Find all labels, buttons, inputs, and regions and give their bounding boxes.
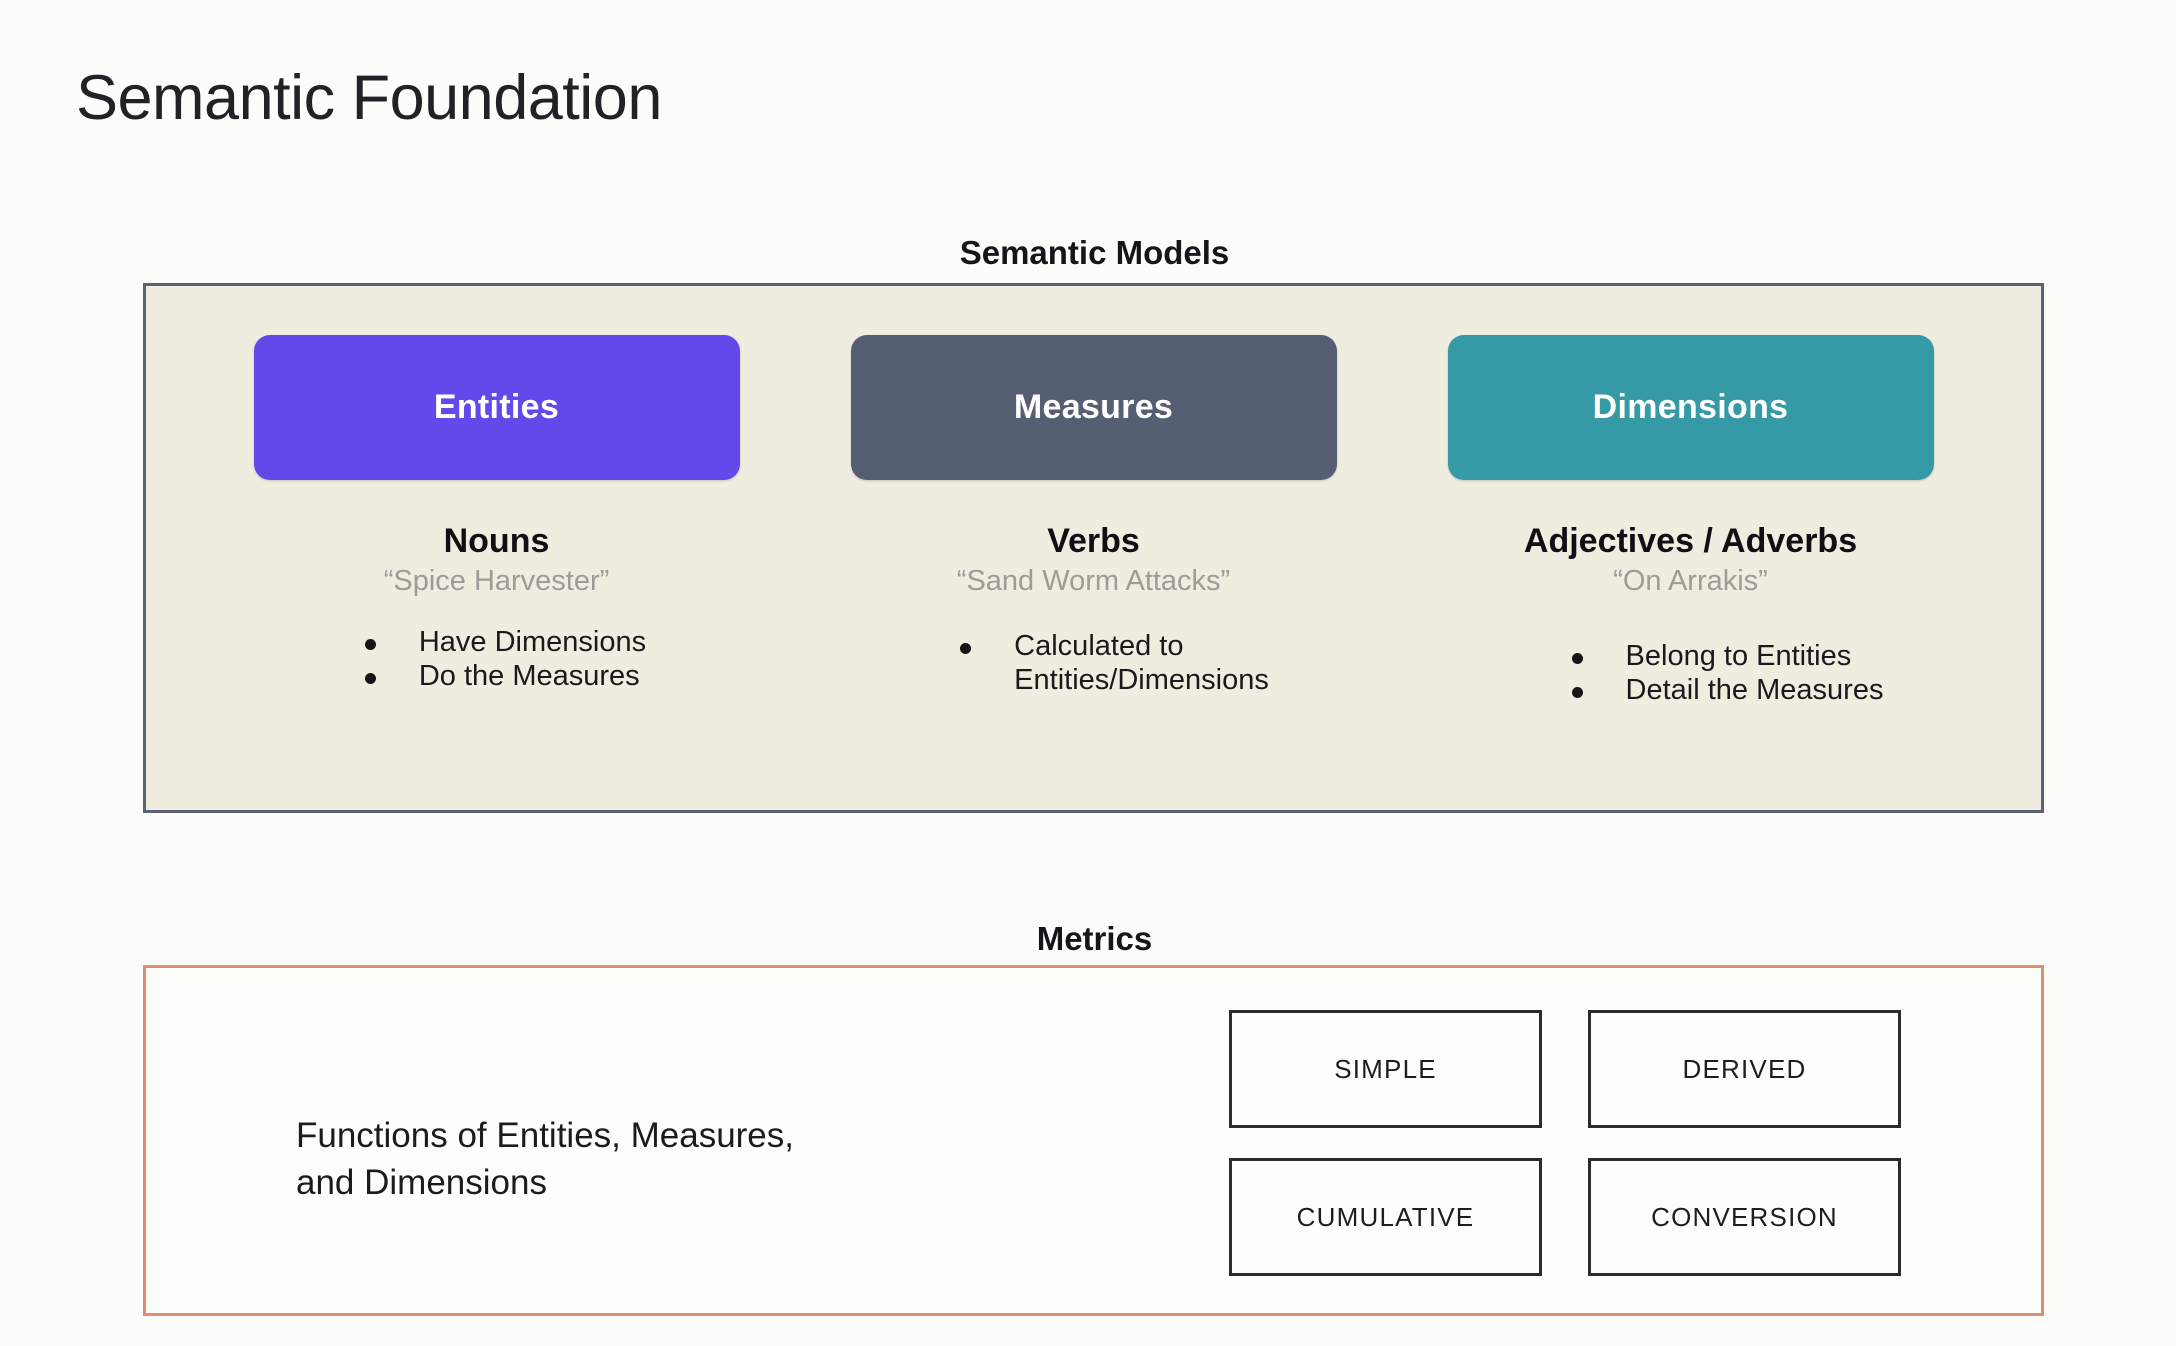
list-item-label: Detail the Measures (1625, 673, 1884, 706)
bullet-dot-icon (364, 639, 376, 650)
metric-type-cumulative[interactable]: CUMULATIVE (1229, 1158, 1542, 1276)
list-item-label: Have Dimensions (418, 626, 647, 658)
semantic-column-entities: Entities Nouns “Spice Harvester” Have Di… (198, 335, 795, 810)
list-item-label: Belong to Entities (1625, 640, 1852, 672)
list-item: Do the Measures (364, 659, 646, 694)
metric-type-derived[interactable]: DERIVED (1588, 1010, 1901, 1128)
metric-type-grid: SIMPLE DERIVED CUMULATIVE CONVERSION (1229, 1010, 1901, 1276)
entities-card[interactable]: Entities (253, 335, 740, 480)
metrics-panel: Functions of Entities, Measures, and Dim… (143, 965, 2044, 1316)
list-item-label: Calculated to Entities/Dimensions (1014, 630, 1269, 696)
measures-card[interactable]: Measures (850, 335, 1337, 480)
bullet-dot-icon (1571, 653, 1583, 664)
bullet-dot-icon (960, 643, 972, 654)
list-item-label: Do the Measures (418, 659, 640, 692)
dimensions-bullet-list: Belong to Entities Detail the Measures (1571, 640, 1884, 708)
list-item: Belong to Entities (1571, 640, 1884, 674)
list-item: Have Dimensions (364, 626, 647, 660)
list-item: Detail the Measures (1571, 673, 1884, 708)
measures-part-of-speech: Verbs (1047, 522, 1140, 560)
semantic-column-dimensions: Dimensions Adjectives / Adverbs “On Arra… (1392, 335, 1989, 810)
metric-type-simple[interactable]: SIMPLE (1229, 1010, 1542, 1128)
bullet-dot-icon (1571, 686, 1583, 698)
entities-part-of-speech: Nouns (443, 522, 550, 560)
measures-bullet-list: Calculated to Entities/Dimensions (960, 630, 1269, 697)
semantic-models-columns: Entities Nouns “Spice Harvester” Have Di… (146, 286, 2041, 810)
measures-example: “Sand Worm Attacks” (956, 565, 1231, 597)
metrics-heading: Metrics (1036, 920, 1153, 957)
bullet-dot-icon (364, 672, 376, 684)
dimensions-example: “On Arrakis” (1613, 565, 1768, 597)
semantic-models-heading: Semantic Models (959, 234, 1230, 271)
page-title: Semantic Foundation (76, 63, 662, 133)
metrics-description: Functions of Entities, Measures, and Dim… (296, 1116, 794, 1202)
dimensions-part-of-speech: Adjectives / Adverbs (1523, 522, 1858, 560)
list-item: Calculated to Entities/Dimensions (960, 630, 1269, 697)
dimensions-card[interactable]: Dimensions (1447, 335, 1934, 480)
metric-type-conversion[interactable]: CONVERSION (1588, 1158, 1901, 1276)
semantic-column-measures: Measures Verbs “Sand Worm Attacks” Calcu… (795, 335, 1392, 810)
entities-bullet-list: Have Dimensions Do the Measures (364, 626, 647, 694)
entities-example: “Spice Harvester” (383, 565, 610, 597)
semantic-models-panel: Entities Nouns “Spice Harvester” Have Di… (143, 283, 2044, 813)
